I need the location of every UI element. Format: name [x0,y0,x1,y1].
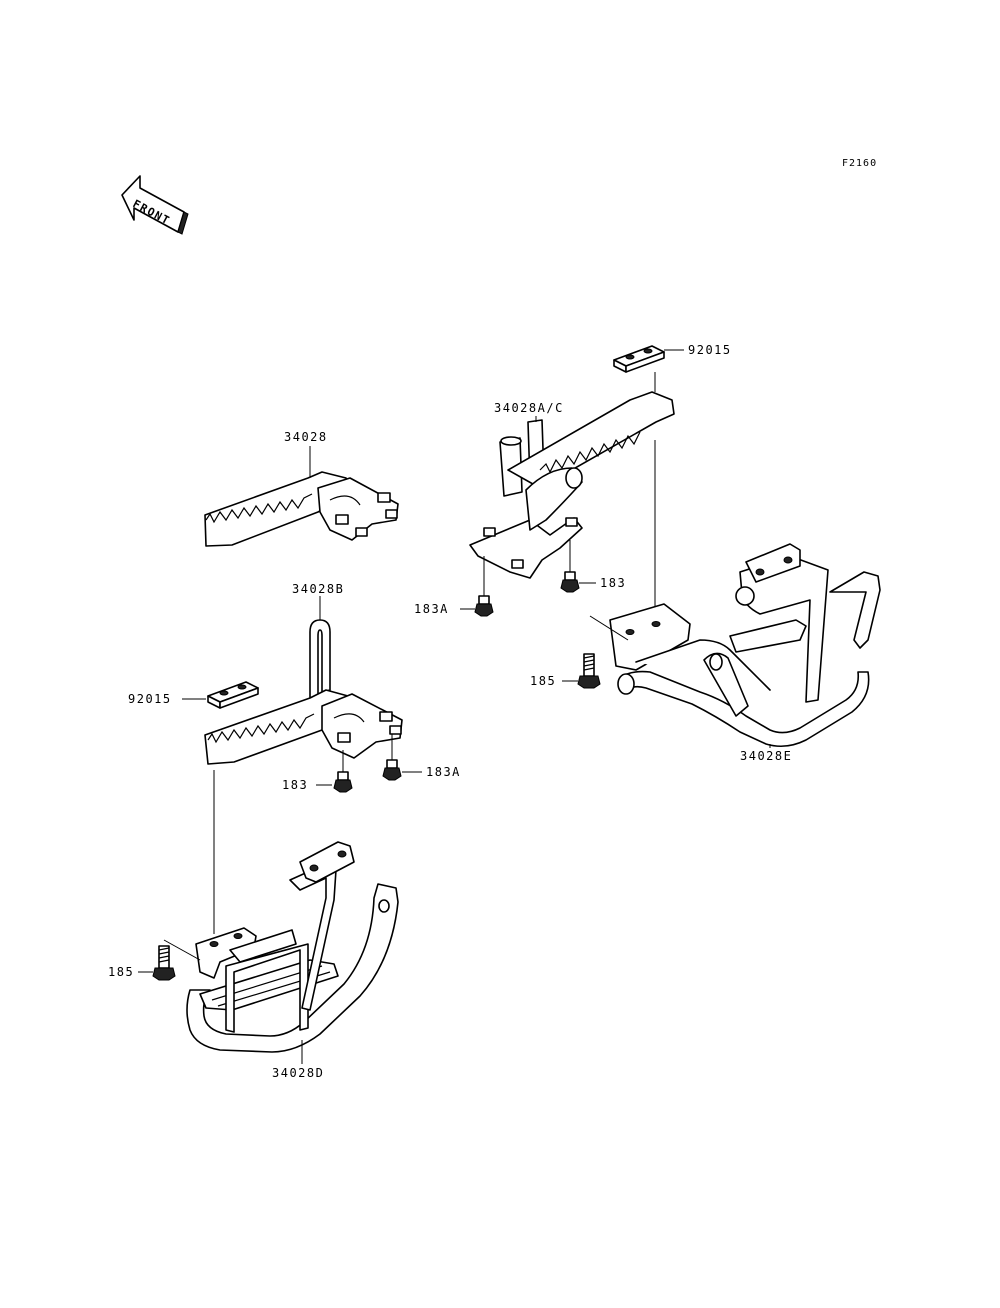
bolt-185-right [577,653,601,689]
washer-92015-top [613,345,665,373]
label-185-left: 185 [108,965,134,979]
figure-code: F2160 [842,158,877,169]
footpeg-34028 [204,471,399,547]
label-92015-left: 92015 [128,692,172,706]
footpeg-34028ac [469,391,675,579]
label-34028b: 34028B [292,582,344,596]
label-34028e: 34028E [740,749,792,763]
label-183-top: 183 [600,576,626,590]
label-34028ac: 34028A/C [494,401,564,415]
guard-34028d [186,841,399,1053]
bolt-183a-left [382,759,402,781]
washer-92015-left [207,681,259,709]
bolt-183a-top [474,595,494,617]
footpeg-34028b [204,619,403,765]
label-92015-top: 92015 [688,343,732,357]
label-183-left: 183 [282,778,308,792]
label-34028d: 34028D [272,1066,324,1080]
bolt-183-left [333,771,353,793]
guard-34028e [609,543,881,748]
label-183a-top: 183A [414,602,449,616]
bolt-185-left [152,945,176,981]
bolt-183-top [560,571,580,593]
label-34028: 34028 [284,430,328,444]
label-183a-left: 183A [426,765,461,779]
front-arrow-icon: FRONT [121,175,189,235]
label-185-right: 185 [530,674,556,688]
